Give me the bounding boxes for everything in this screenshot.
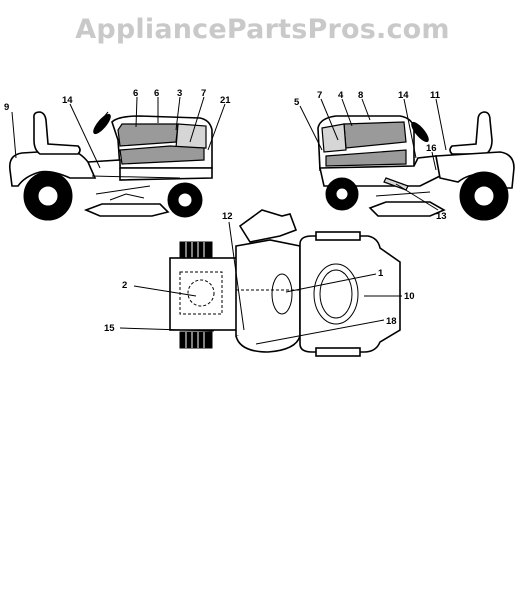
left-front-hub <box>177 192 193 208</box>
top-deck-lower <box>235 335 301 353</box>
callout-3: 3 <box>177 88 182 99</box>
right-rear-hub <box>473 185 495 207</box>
left-steering-wheel <box>93 113 111 135</box>
callout-9: 9 <box>4 102 9 113</box>
mower-left-view: 9 14 6 6 3 7 21 <box>4 88 231 221</box>
top-rear-tire-upper <box>179 241 213 259</box>
left-hood-decal-side <box>175 123 207 149</box>
callout-16: 16 <box>426 143 437 154</box>
top-deck-chute <box>238 209 298 243</box>
callout-15: 15 <box>104 323 115 334</box>
callout-7: 7 <box>201 88 206 99</box>
callout-13: 13 <box>436 211 447 222</box>
right-mower-deck <box>368 201 446 217</box>
top-hood-emblem-inner <box>319 269 353 319</box>
callout-21: 21 <box>220 95 231 106</box>
callout-14: 14 <box>398 90 409 101</box>
callout-2: 2 <box>122 280 127 291</box>
left-rear-fender <box>8 149 97 187</box>
left-hood-stripe <box>119 145 205 165</box>
right-hood-stripe <box>325 149 407 167</box>
top-rear-tire-lower <box>179 331 213 349</box>
callout-18: 18 <box>386 316 397 327</box>
callout-6: 6 <box>133 88 138 99</box>
callout-8: 8 <box>358 90 363 101</box>
callout-6: 6 <box>154 88 159 99</box>
right-hood-decal-side <box>321 123 347 153</box>
callout-10: 10 <box>404 291 415 302</box>
left-hood-decal-top <box>117 123 179 147</box>
watermark-logo: AppliancePartsPros.com <box>75 14 450 45</box>
left-seat <box>33 111 81 155</box>
callout-1: 1 <box>378 268 384 279</box>
callout-11: 11 <box>430 90 441 101</box>
left-mower-deck <box>83 203 170 217</box>
right-front-hub <box>335 187 349 201</box>
left-frame-line <box>91 175 181 179</box>
right-steering-wheel <box>411 121 429 143</box>
top-hood-front-top <box>315 231 361 241</box>
right-seat <box>449 111 493 155</box>
left-frame <box>87 159 213 181</box>
left-deck-hanger <box>109 193 145 201</box>
top-seat-circle <box>187 279 215 307</box>
mower-right-view: 5 7 4 8 14 11 16 13 <box>294 90 515 222</box>
right-deck-link <box>375 191 431 197</box>
left-deck-link <box>95 185 151 195</box>
mower-top-view: 12 2 1 10 15 18 <box>104 209 415 357</box>
callout-7: 7 <box>317 90 322 101</box>
top-dash-emblem <box>271 273 293 315</box>
callout-5: 5 <box>294 97 300 108</box>
callout-4: 4 <box>338 90 344 101</box>
callout-12: 12 <box>222 211 233 222</box>
left-rear-hub <box>37 185 59 207</box>
callout-14: 14 <box>62 95 73 106</box>
top-hood-front-bottom <box>315 347 361 357</box>
